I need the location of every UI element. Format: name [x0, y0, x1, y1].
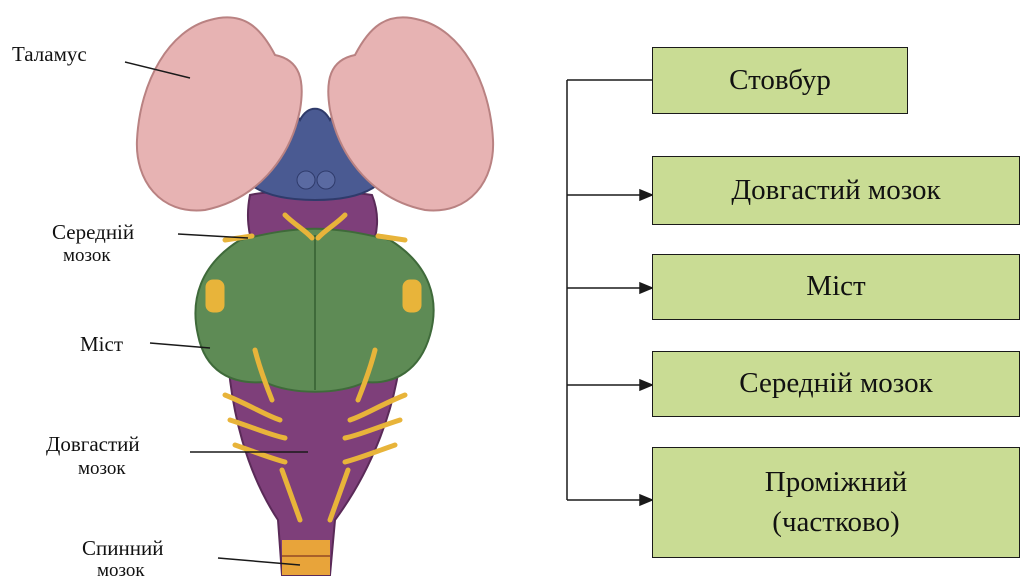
scheme-connectors: [567, 80, 652, 505]
box-brainstem: Стовбур: [652, 47, 908, 114]
box-midbrain: Середній мозок: [652, 351, 1020, 417]
label-medulla-line1: Довгастий: [46, 434, 140, 455]
box-pons: Міст: [652, 254, 1020, 320]
box-medulla: Довгастий мозок: [652, 156, 1020, 225]
label-midbrain-line1: Середній: [52, 222, 134, 243]
label-pons: Міст: [80, 334, 123, 355]
box-diencephalon-partial: Проміжний (частково): [652, 447, 1020, 558]
spinal-cord-shape: [282, 540, 330, 575]
label-midbrain-line2: мозок: [63, 246, 111, 265]
label-thalamus: Таламус: [12, 44, 87, 65]
label-medulla-line2: мозок: [78, 459, 126, 478]
label-spinal-line1: Спинний: [82, 538, 163, 559]
label-spinal-line2: мозок: [97, 561, 145, 580]
